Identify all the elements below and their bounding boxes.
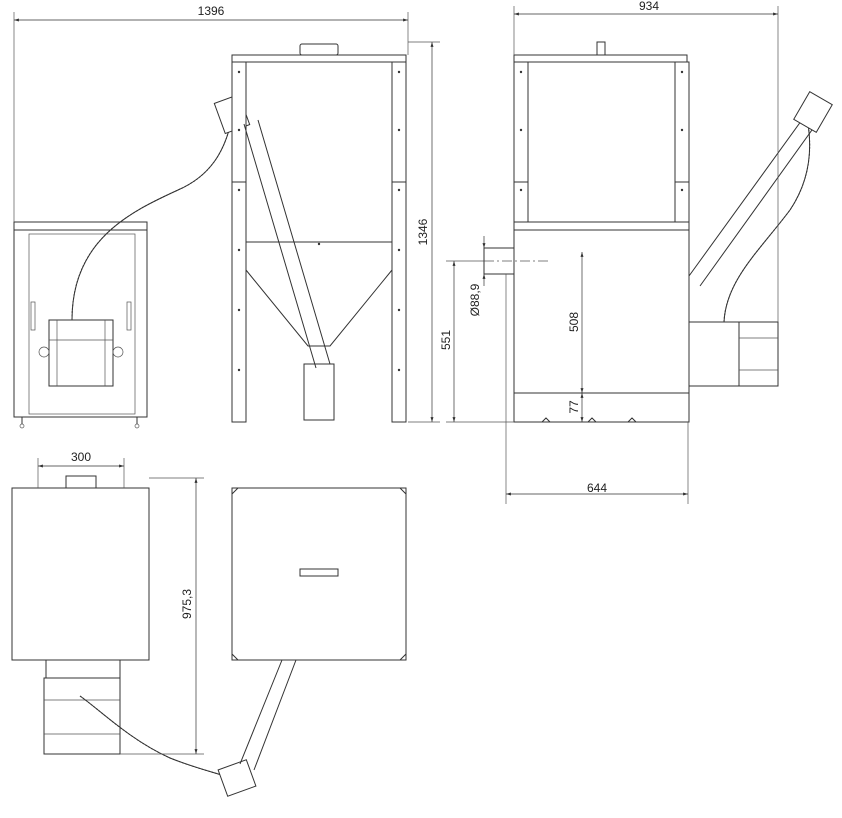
lid-handle	[299, 43, 339, 56]
dim-base-offset: 77	[567, 400, 581, 414]
burner-unit	[48, 319, 114, 387]
side-view	[446, 6, 833, 504]
silo-leg-left	[231, 61, 247, 423]
top-boiler-body	[11, 487, 150, 661]
dim-overall-width: 1396	[198, 4, 225, 18]
silo-lid	[231, 54, 407, 63]
dim-depth: 644	[587, 481, 607, 495]
front-view	[13, 12, 440, 429]
auger-inlet	[303, 363, 335, 421]
side-boiler-body	[513, 221, 690, 423]
side-burner	[688, 321, 740, 387]
top-flue	[65, 475, 97, 489]
top-view	[11, 458, 407, 797]
silo-leg-right	[391, 61, 407, 423]
dim-pipe-diameter: Ø88,9	[468, 283, 482, 316]
dim-side-width: 934	[639, 0, 659, 13]
dim-outlet-height: 551	[439, 330, 453, 350]
top-auger-motor	[217, 759, 257, 797]
dim-overall-height: 1346	[416, 218, 430, 245]
side-auger-motor	[793, 90, 833, 134]
top-burner	[43, 677, 121, 755]
top-burner-plate	[45, 659, 121, 679]
top-lid-handle	[299, 568, 339, 577]
dim-top-width: 300	[71, 450, 91, 464]
dim-top-depth: 975,3	[180, 589, 194, 619]
dim-pipe-center-height: 508	[567, 312, 581, 332]
side-lid-knob	[596, 41, 606, 56]
side-lid	[513, 54, 688, 63]
boiler-door	[28, 233, 136, 415]
